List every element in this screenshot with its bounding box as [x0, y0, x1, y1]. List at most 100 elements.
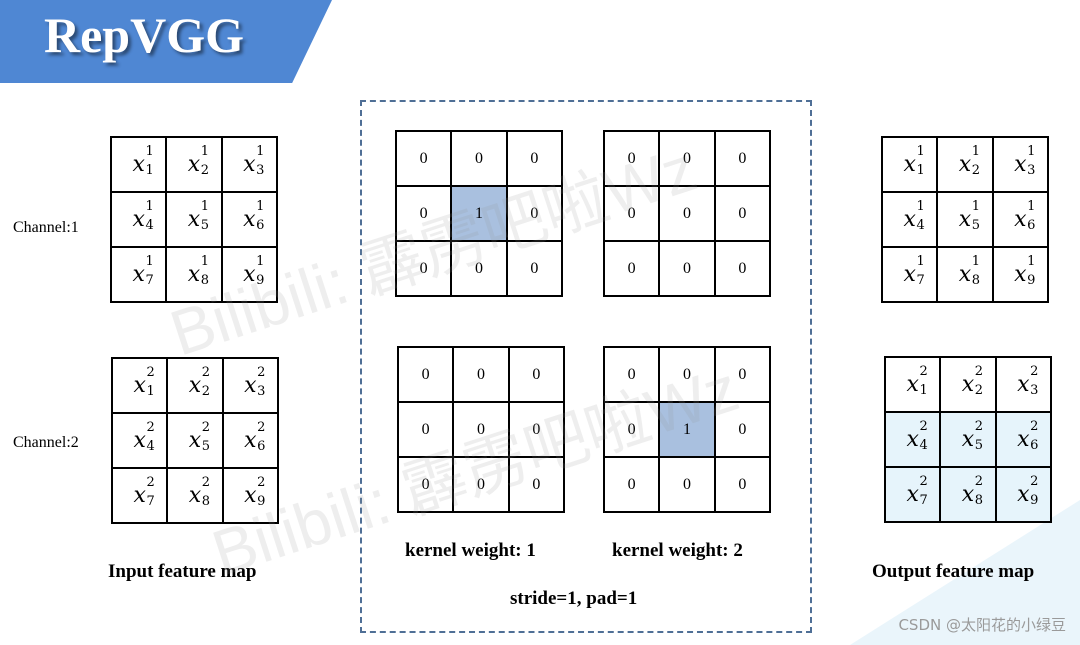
channel-2-label: Channel:2 — [13, 434, 79, 451]
variable-base: x — [961, 426, 975, 452]
kernel-cell: 0 — [452, 132, 506, 185]
variable-base: x — [132, 151, 145, 177]
variable-superscript: 2 — [257, 419, 266, 435]
variable-superscript: 2 — [257, 474, 266, 490]
variable-superscript: 1 — [256, 253, 265, 269]
variable-superscript: 1 — [971, 143, 981, 159]
kernel-cell: 0 — [715, 458, 769, 511]
variable-superscript: 1 — [1027, 143, 1036, 159]
kernel-cell: 0 — [605, 458, 659, 511]
variable-base: x — [244, 372, 257, 398]
kernel-cell: 0 — [715, 348, 769, 401]
variable-subscript: 6 — [257, 438, 266, 454]
variable-base: x — [1014, 261, 1027, 287]
kernel-cell: 0 — [399, 403, 453, 456]
kernel-cell: 0 — [452, 242, 506, 295]
kernel-cell: 0 — [509, 403, 563, 456]
variable-subscript: 6 — [1027, 217, 1036, 233]
kernel-cell: 0 — [660, 132, 714, 185]
variable-subscript: 1 — [145, 162, 154, 178]
variable-superscript: 2 — [1030, 418, 1039, 434]
variable-superscript: 1 — [971, 198, 981, 214]
variable-subscript: 1 — [916, 162, 925, 178]
kernel-cell: 0 — [399, 458, 453, 511]
variable-superscript: 2 — [257, 364, 266, 380]
variable-superscript: 2 — [146, 364, 155, 380]
variable-superscript: 1 — [916, 253, 925, 269]
variable-subscript: 9 — [1030, 492, 1039, 508]
variable-base: x — [243, 206, 256, 232]
variable-base: x — [961, 481, 975, 507]
variable-superscript: 2 — [1030, 473, 1039, 489]
variable-base: x — [243, 261, 256, 287]
kernel-cell: 0 — [660, 187, 714, 240]
variable-base: x — [188, 427, 202, 453]
kernel-cell: 0 — [509, 348, 563, 401]
kernel-cell: 0 — [507, 187, 561, 240]
variable-superscript: 1 — [916, 198, 925, 214]
stride-pad-label: stride=1, pad=1 — [510, 588, 638, 609]
variable-base: x — [1014, 206, 1027, 232]
variable-base: x — [133, 372, 146, 398]
variable-superscript: 2 — [974, 473, 984, 489]
variable-base: x — [1014, 151, 1027, 177]
variable-base: x — [906, 426, 919, 452]
variable-base: x — [906, 481, 919, 507]
variable-subscript: 5 — [974, 437, 984, 453]
kernel-cell: 0 — [715, 132, 769, 185]
variable-superscript: 2 — [974, 363, 984, 379]
variable-base: x — [906, 371, 919, 397]
kernel-cell: 0 — [605, 403, 659, 456]
csdn-credit: CSDN @太阳花的小绿豆 — [898, 616, 1066, 634]
kernel-cell: 0 — [715, 187, 769, 240]
variable-subscript: 7 — [146, 493, 155, 509]
variable-base: x — [187, 206, 201, 232]
kernel-cell: 0 — [454, 458, 508, 511]
variable-subscript: 4 — [916, 217, 925, 233]
variable-base: x — [243, 151, 256, 177]
variable-subscript: 4 — [919, 437, 928, 453]
variable-base: x — [1017, 371, 1030, 397]
kernel-cell: 0 — [397, 242, 451, 295]
variable-base: x — [187, 151, 201, 177]
kernel-cell-highlighted: 1 — [452, 187, 506, 240]
variable-base: x — [903, 151, 916, 177]
kernel-cell: 0 — [397, 187, 451, 240]
variable-superscript: 1 — [145, 143, 154, 159]
